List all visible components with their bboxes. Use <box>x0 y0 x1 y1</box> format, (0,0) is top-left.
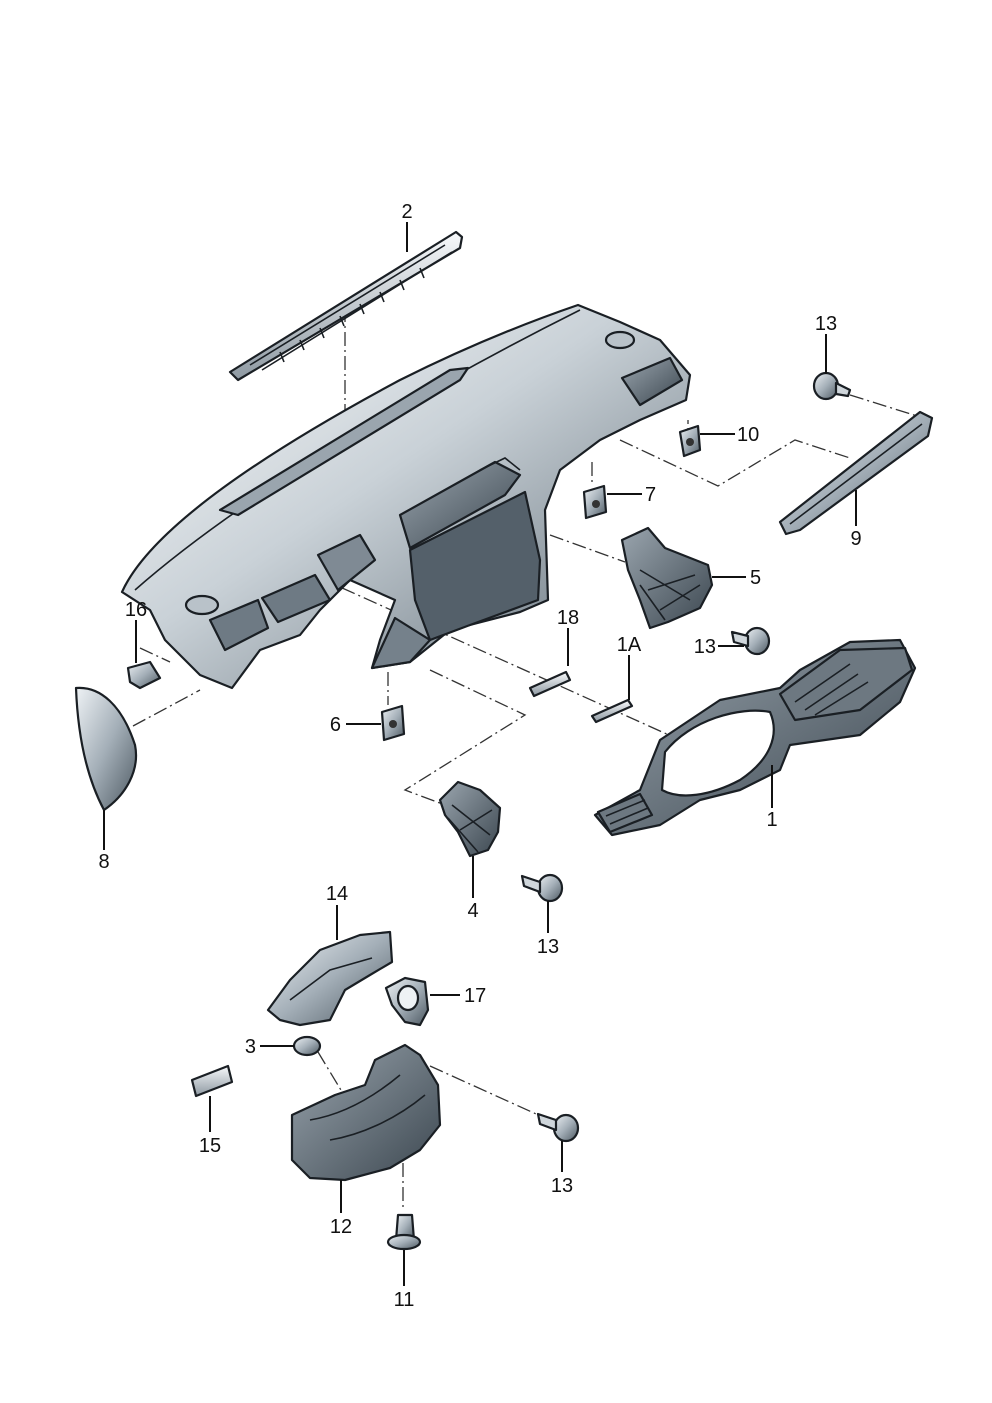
leader-lines <box>103 222 857 1286</box>
part-6-clip <box>380 704 406 742</box>
part-1-cluster-trim-with-vents <box>593 638 917 837</box>
callout-4: 4 <box>467 900 478 922</box>
callout-7: 7 <box>645 484 656 506</box>
callout-2: 2 <box>401 201 412 223</box>
callout-18: 18 <box>557 607 579 629</box>
part-3-grommet <box>292 1035 322 1057</box>
part-14-upper-column-cover <box>266 930 394 1027</box>
part-16-clip <box>126 660 162 690</box>
part-9-trim-strip <box>778 410 934 536</box>
part-12-lower-column-cover <box>290 1043 442 1182</box>
part-18-trim-strip <box>528 670 572 698</box>
callout-6: 6 <box>330 714 341 736</box>
callout-1: 1 <box>766 809 777 831</box>
dashboard-main-panel <box>120 303 692 690</box>
callout-10: 10 <box>737 424 759 446</box>
callout-5: 5 <box>750 567 761 589</box>
callout-11: 11 <box>394 1289 415 1311</box>
part-4-bracket <box>438 780 502 858</box>
part-13-screw-lower <box>520 873 564 903</box>
part-8-side-end-cover <box>74 686 138 812</box>
part-17-ignition-collar <box>384 976 430 1027</box>
callout-17: 17 <box>464 985 486 1007</box>
callout-13-top-right: 13 <box>815 313 837 335</box>
part-5-bracket <box>620 526 714 630</box>
part-2-defroster-vent-strip <box>228 230 464 382</box>
callout-13-bottom: 13 <box>551 1175 573 1197</box>
part-10-clip <box>678 424 702 458</box>
callout-15: 15 <box>199 1135 221 1157</box>
callout-3: 3 <box>245 1036 256 1058</box>
callout-14: 14 <box>326 883 348 905</box>
callout-12: 12 <box>330 1216 352 1238</box>
part-15-clip <box>190 1064 234 1098</box>
part-11-bolt <box>386 1213 422 1251</box>
callout-9: 9 <box>850 528 861 550</box>
callout-labels: 2 13 10 7 9 5 16 18 1A 13 6 1 8 4 13 14 … <box>98 201 861 1311</box>
part-13-screw-mid <box>730 626 771 656</box>
callout-13-lower: 13 <box>537 936 559 958</box>
callout-16: 16 <box>125 599 147 621</box>
callout-13-mid: 13 <box>694 636 716 658</box>
callout-8: 8 <box>98 851 109 873</box>
part-13-screw-bottom <box>536 1112 580 1143</box>
part-1a-trim-piece <box>590 698 634 724</box>
part-7-clip <box>582 484 608 520</box>
callout-1a: 1A <box>617 634 642 656</box>
part-13-screw-top-right <box>812 371 852 401</box>
